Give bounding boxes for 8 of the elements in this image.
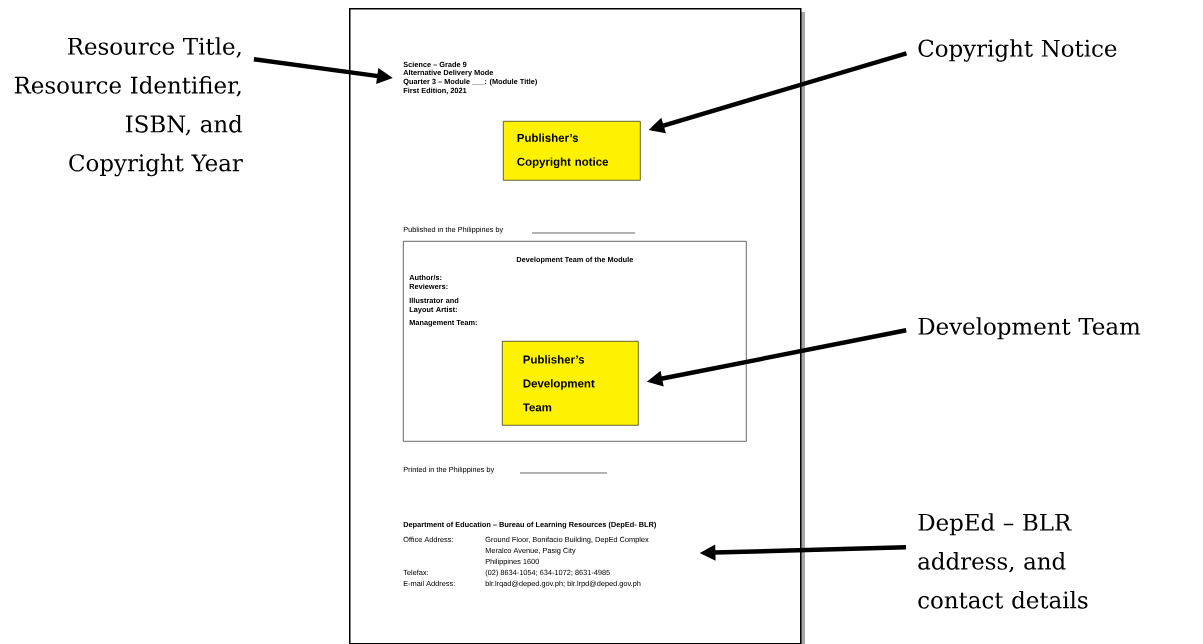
- callout-text: DepEd – BLR address, and contact details: [918, 513, 1088, 609]
- callout-text: Development Team: [918, 317, 1141, 340]
- team-panel: [403, 241, 747, 442]
- callout-text: Resource Title, Resource Identifier, ISBN, and Copyright Year: [14, 37, 243, 177]
- document-page: [349, 8, 805, 644]
- highlight-box: Publisher’s Development Team: [502, 341, 639, 426]
- highlight-box: Publisher’s Copyright notice: [503, 121, 641, 181]
- callout-text: Copyright Notice: [918, 39, 1117, 62]
